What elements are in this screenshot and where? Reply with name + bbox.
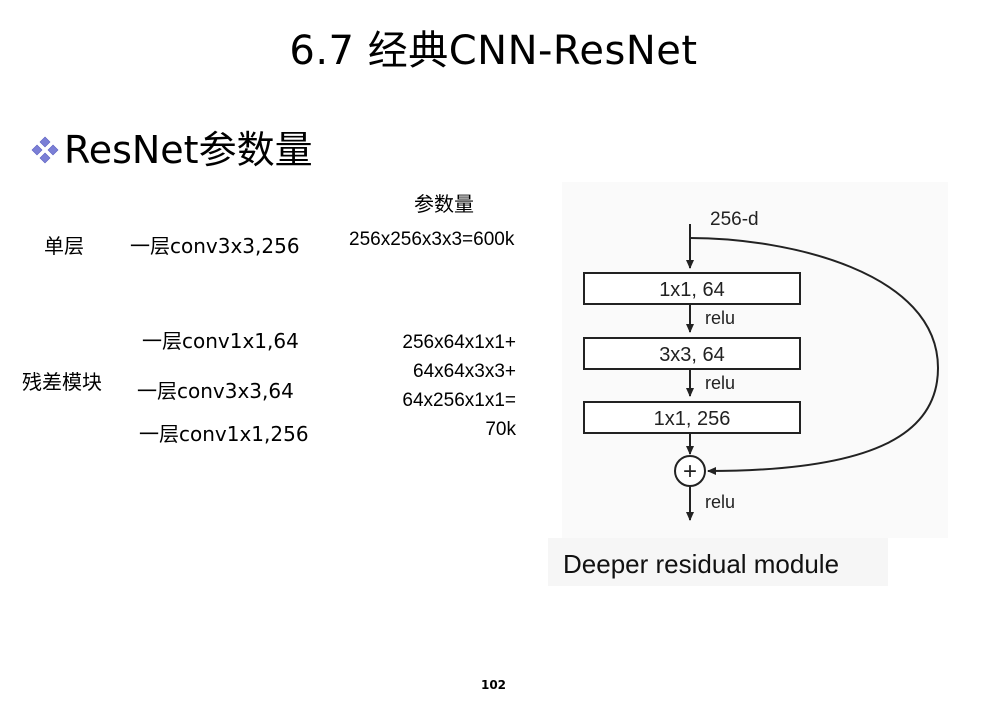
page-number: 102	[480, 678, 507, 692]
input-dim-label: 256-d	[710, 209, 759, 230]
add-symbol: +	[683, 458, 697, 485]
single-layer-label: 单层	[44, 234, 84, 258]
block-3-label: 1x1, 256	[654, 408, 731, 430]
bullet-text: ResNet参数量	[64, 128, 313, 172]
block-2-label: 3x3, 64	[659, 344, 725, 366]
residual-params-total: 70k	[485, 419, 516, 440]
param-header: 参数量	[414, 192, 474, 216]
residual-layer-2: 一层conv3x3,64	[137, 379, 294, 403]
block-1-label: 1x1, 64	[659, 279, 725, 301]
block-1x1-64	[583, 272, 801, 305]
residual-params-line-3: 64x256x1x1=	[402, 390, 516, 411]
caption-background	[548, 538, 888, 586]
bottleneck-diagram: 256-d 1x1, 64 relu 3x3, 64 relu 1x1, 256…	[548, 182, 948, 586]
figure-caption: Deeper residual module	[563, 549, 839, 579]
relu-label-1: relu	[705, 308, 735, 328]
bullet-heading: ResNet参数量	[30, 128, 313, 172]
slide-title: 6.7 经典CNN-ResNet	[289, 28, 698, 74]
residual-layer-3: 一层conv1x1,256	[139, 422, 309, 446]
block-1x1-256	[583, 401, 801, 434]
diamond-bullet-icon	[31, 136, 59, 164]
relu-label-2: relu	[705, 373, 735, 393]
residual-params-line-1: 256x64x1x1+	[402, 332, 516, 353]
single-layer-desc: 一层conv3x3,256	[130, 234, 300, 258]
skip-connection	[689, 237, 940, 475]
residual-params-line-2: 64x64x3x3+	[413, 361, 516, 382]
residual-module-label: 残差模块	[22, 370, 102, 394]
relu-label-out: relu	[705, 492, 735, 512]
single-layer-params: 256x256x3x3=600k	[349, 229, 515, 250]
block-3x3-64	[583, 337, 801, 370]
residual-layer-1: 一层conv1x1,64	[142, 329, 299, 353]
resnet-bottleneck-figure: 256-d 1x1, 64 relu 3x3, 64 relu 1x1, 256…	[548, 182, 948, 588]
